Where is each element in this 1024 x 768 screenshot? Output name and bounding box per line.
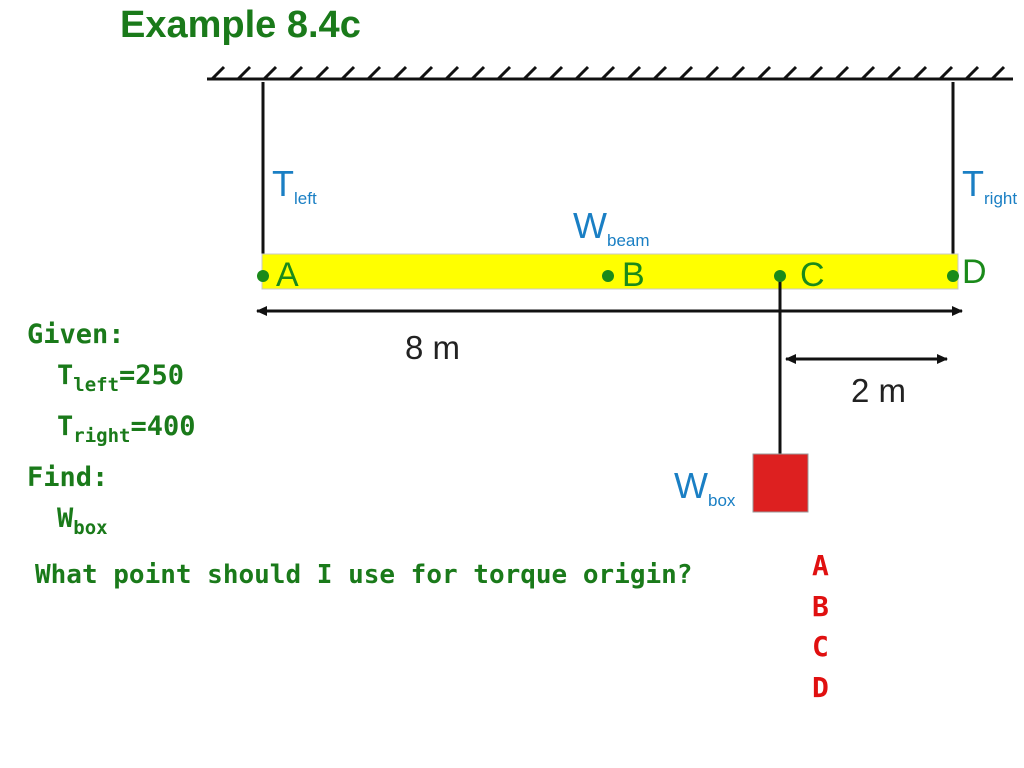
choice-d[interactable]: D: [812, 670, 829, 704]
given-t-right: Tright=400: [57, 411, 196, 447]
t-left-label: Tleft: [272, 163, 317, 208]
choice-c[interactable]: C: [812, 630, 829, 663]
point-d-label: D: [962, 253, 987, 291]
point-a-label: A: [276, 256, 299, 294]
answer-choices: A B C D: [812, 546, 829, 708]
point-a-dot: [257, 270, 269, 282]
find-heading: Find:: [27, 462, 109, 493]
given-t-left: Tleft=250: [57, 360, 185, 396]
point-c-dot: [774, 270, 786, 282]
w-box-label: Wbox: [674, 465, 736, 510]
box: [752, 453, 809, 513]
point-b-dot: [602, 270, 614, 282]
choice-a[interactable]: A: [812, 549, 829, 582]
slide-title: Example 8.4c: [120, 4, 361, 46]
point-c-label: C: [800, 256, 825, 294]
length-label: 8 m: [405, 329, 461, 366]
given-block: Given: Tleft=250 Tright=400 Find: Wbox: [27, 314, 196, 549]
beam: [261, 253, 959, 290]
given-heading: Given:: [27, 319, 125, 350]
question-text: What point should I use for torque origi…: [35, 560, 693, 590]
find-w-box: Wbox: [57, 503, 108, 539]
offset-label: 2 m: [851, 372, 907, 409]
point-d-dot: [947, 270, 959, 282]
ceiling-hatching: [210, 65, 1006, 81]
w-beam-label: Wbeam: [573, 205, 650, 250]
choice-b[interactable]: B: [812, 589, 829, 623]
t-right-label: Tright: [962, 163, 1018, 208]
point-b-label: B: [622, 256, 645, 294]
